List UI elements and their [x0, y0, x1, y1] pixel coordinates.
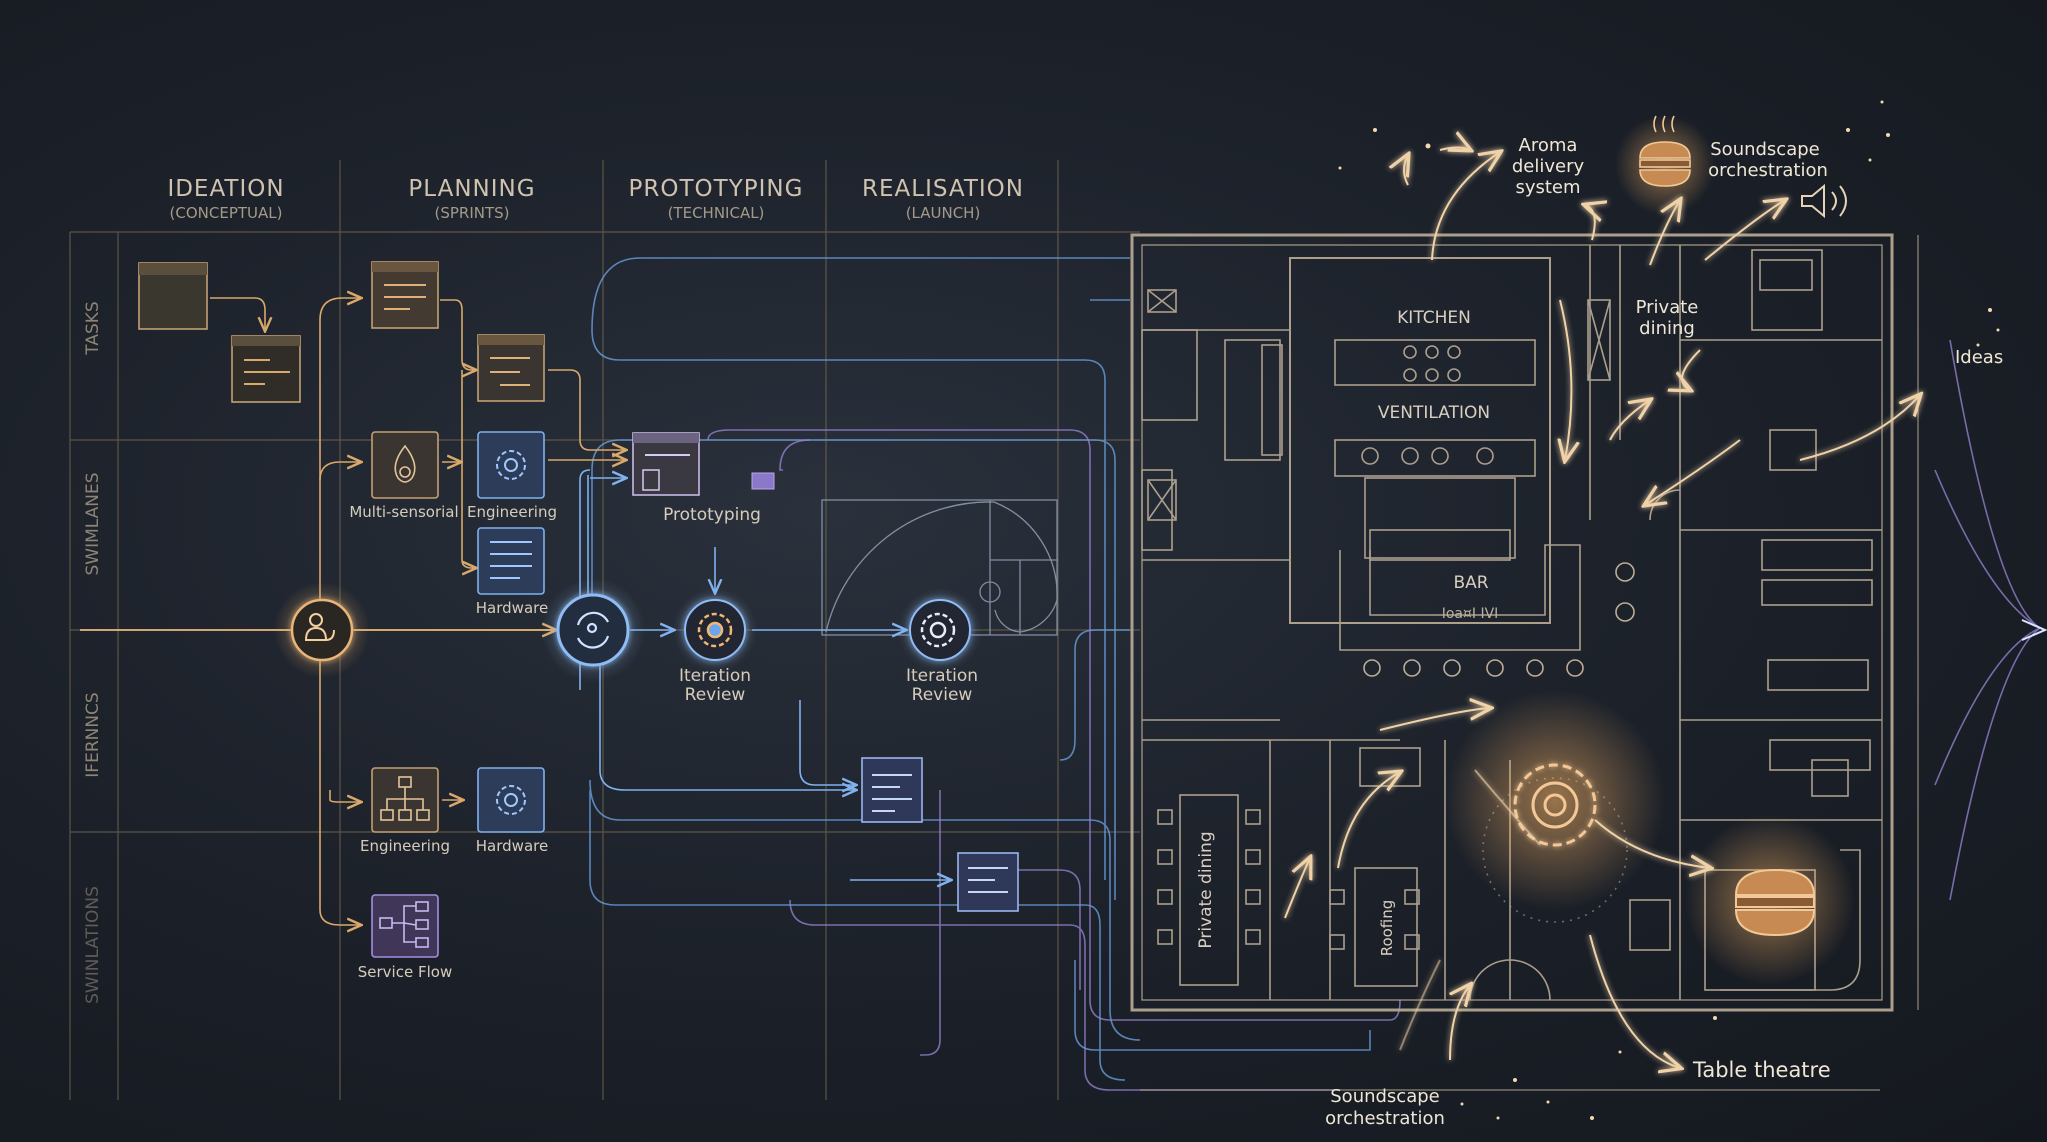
- round-table-gear: [1513, 763, 1597, 847]
- task-card-4[interactable]: [477, 334, 545, 402]
- golden-spiral: [821, 499, 1058, 636]
- task-card-2[interactable]: [231, 335, 301, 403]
- service-flow-node[interactable]: Service Flow: [358, 894, 452, 981]
- floor-plan: [1130, 233, 1919, 1091]
- soundscape-bottom-label-1: Soundscape: [1330, 1086, 1440, 1107]
- bar-sign-label: Ioa¤I IVI: [1442, 606, 1499, 622]
- ideation-hub-node[interactable]: [274, 582, 370, 678]
- phase-subtitle-ideation: (CONCEPTUAL): [170, 204, 283, 222]
- phase-title-realisation: REALISATION: [862, 176, 1024, 202]
- ideas-label: Ideas: [1955, 347, 2003, 368]
- document-icon: [490, 541, 532, 579]
- multi-sensorial-label: Multi-sensorial: [349, 503, 458, 521]
- phase-subtitle-prototyping: (TECHNICAL): [668, 204, 765, 222]
- engineering-label-2: Engineering: [360, 837, 450, 855]
- phase-title-planning: PLANNING: [408, 176, 535, 202]
- aroma-label-1: Aroma: [1519, 135, 1578, 156]
- hardware-node-1[interactable]: Hardware: [476, 527, 548, 617]
- private-dining-label-1: Private: [1636, 297, 1699, 318]
- soundscape-bottom-label-2: orchestration: [1325, 1108, 1445, 1129]
- phase-headers: IDEATION (CONCEPTUAL) PLANNING (SPRINTS)…: [167, 176, 1024, 222]
- lane-label-swimlanes: SWIMLANES: [83, 472, 103, 575]
- iteration-review-label-1a: Iteration: [679, 666, 751, 686]
- floorplan-labels: KITCHEN VENTILATION BAR Ioa¤I IVI Privat…: [1196, 308, 1498, 956]
- sparkles: [1338, 100, 2000, 1120]
- gear-icon: [920, 612, 956, 648]
- blue-routing-lines: [589, 257, 1371, 1081]
- table-theatre-label: Table theatre: [1692, 1058, 1831, 1082]
- multi-sensorial-node[interactable]: Multi-sensorial: [349, 431, 459, 521]
- lane-label-swinlations: SWINLATIONS: [83, 886, 103, 1004]
- iteration-review-label-1b: Review: [685, 685, 746, 705]
- annotation-arrows: [1284, 148, 1920, 1069]
- gear-icon: [496, 785, 526, 815]
- bar-label: BAR: [1453, 573, 1488, 593]
- kitchen-label: KITCHEN: [1397, 308, 1471, 328]
- phase-title-prototyping: PROTOTYPING: [629, 176, 804, 202]
- iteration-review-label-2b: Review: [912, 685, 973, 705]
- doc-card-2[interactable]: [957, 852, 1019, 912]
- task-card-1[interactable]: [138, 262, 208, 330]
- aroma-label-3: system: [1515, 177, 1580, 198]
- aroma-label-2: delivery: [1512, 156, 1585, 177]
- cycle-icon: [576, 611, 610, 649]
- private-dining-label-2: dining: [1639, 318, 1695, 339]
- ventilation-label: VENTILATION: [1378, 403, 1490, 423]
- lane-labels: TASKS SWIMLANES IFERNNCS SWINLATIONS: [83, 301, 103, 1004]
- engineering-label-1: Engineering: [467, 503, 557, 521]
- prototyping-node[interactable]: Prototyping: [632, 432, 775, 525]
- service-flow-label: Service Flow: [358, 963, 452, 981]
- phase-subtitle-realisation: (LAUNCH): [906, 204, 981, 222]
- phase-title-ideation: IDEATION: [167, 176, 284, 202]
- phase-subtitle-planning: (SPRINTS): [434, 204, 509, 222]
- gear-icon: [496, 450, 526, 480]
- gear-icon: [697, 612, 733, 648]
- iteration-review-node-1[interactable]: Iteration Review: [673, 588, 757, 705]
- flow-icon: [379, 901, 429, 948]
- blue-connectors: [579, 469, 950, 880]
- lane-label-ifernncs: IFERNNCS: [83, 692, 103, 777]
- violet-routing-lines: [707, 339, 2041, 1091]
- doc-card-1[interactable]: [861, 757, 923, 823]
- annotation-labels: Aroma delivery system Soundscape orchest…: [1325, 135, 2003, 1129]
- hardware-node-2[interactable]: Hardware: [476, 767, 548, 855]
- planning-hub-node[interactable]: [541, 578, 645, 682]
- amber-connectors: [210, 298, 625, 925]
- org-chart-icon: [380, 776, 430, 821]
- speaker-icon: [1801, 183, 1847, 219]
- private-dining-vertical-label: Private dining: [1196, 831, 1216, 948]
- task-card-3[interactable]: [371, 261, 439, 329]
- soundscape-top-label-2: orchestration: [1708, 160, 1828, 181]
- lane-label-tasks: TASKS: [83, 301, 103, 355]
- iteration-review-label-2a: Iteration: [906, 666, 978, 686]
- flame-icon: [394, 444, 416, 483]
- macaron-icon: [1734, 868, 1816, 937]
- macaron-icon-small: [1639, 115, 1691, 187]
- engineering-node-2[interactable]: Engineering: [360, 767, 450, 855]
- prototyping-label: Prototyping: [663, 505, 761, 525]
- iteration-review-node-2[interactable]: Iteration Review: [898, 588, 982, 705]
- soundscape-top-label-1: Soundscape: [1710, 139, 1820, 160]
- roofing-label: Roofing: [1378, 900, 1396, 957]
- hardware-label-1: Hardware: [476, 599, 548, 617]
- person-icon: [304, 613, 335, 641]
- engineering-node-1[interactable]: Engineering: [467, 431, 557, 521]
- hardware-label-2: Hardware: [476, 837, 548, 855]
